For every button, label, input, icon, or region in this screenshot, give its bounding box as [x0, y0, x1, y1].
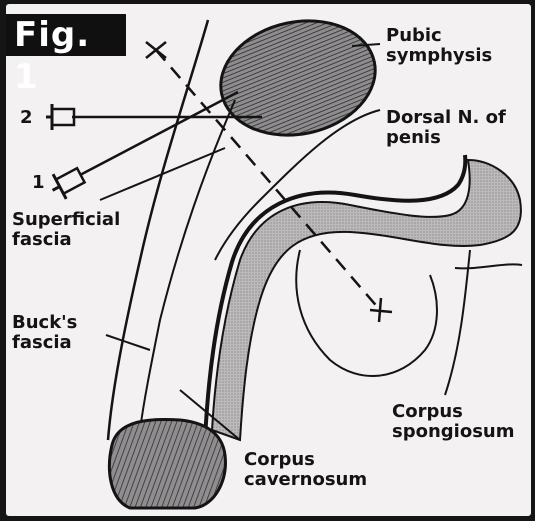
- figure-badge: Fig. 1: [6, 14, 126, 56]
- label-dorsal-nerve: Dorsal N. of penis: [386, 108, 506, 148]
- scrotal-curve: [296, 250, 437, 376]
- label-corpus-spongiosum: Corpus spongiosum: [392, 402, 514, 442]
- trajectory-start-mark: [146, 42, 166, 58]
- needle-2-label: 2: [20, 107, 33, 128]
- label-bucks-fascia: Buck's fascia: [12, 313, 77, 353]
- needle-1-label: 1: [32, 172, 45, 193]
- glans-shape: [109, 419, 225, 508]
- right-tissue-line: [455, 264, 522, 268]
- label-corpus-cavernosum: Corpus cavernosum: [244, 450, 367, 490]
- label-pubic-symphysis: Pubic symphysis: [386, 26, 492, 66]
- spongiosum-leader-curve: [445, 250, 470, 395]
- superficial-fascia-line: [108, 20, 208, 440]
- leader-bucks: [106, 335, 150, 350]
- label-superficial-fascia: Superficial fascia: [12, 210, 120, 250]
- pubic-symphysis-shape: [210, 7, 386, 149]
